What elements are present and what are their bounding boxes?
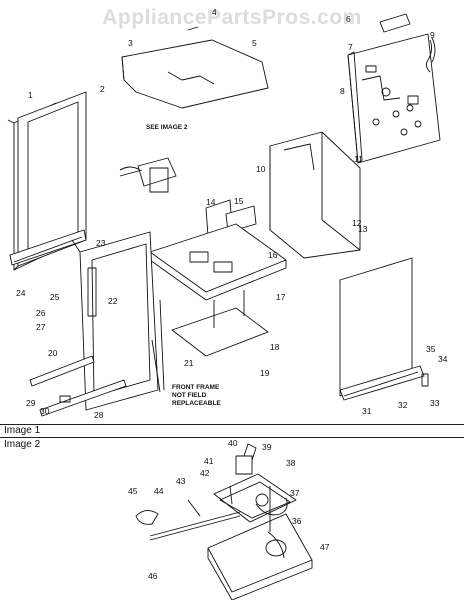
callout-5: 5 — [252, 38, 257, 48]
section-label-image1: Image 1 — [4, 425, 41, 436]
callout-45: 45 — [128, 486, 138, 496]
callout-18: 18 — [270, 342, 280, 352]
callout-31: 31 — [362, 406, 372, 416]
callout-4: 4 — [212, 7, 217, 17]
callout-12: 12 — [352, 218, 362, 228]
callout-42: 42 — [200, 468, 210, 478]
callout-28: 28 — [94, 410, 104, 420]
callout-3: 3 — [128, 38, 133, 48]
callout-10: 10 — [256, 164, 266, 174]
callout-17: 17 — [276, 292, 286, 302]
part-top-panel — [121, 39, 269, 109]
callout-1: 1 — [28, 90, 33, 100]
front-frame-note-3: REPLACEABLE — [172, 400, 221, 407]
callout-38: 38 — [286, 458, 296, 468]
callout-36: 36 — [292, 516, 302, 526]
callout-6: 6 — [346, 14, 351, 24]
callout-32: 32 — [398, 400, 408, 410]
callout-13: 13 — [358, 224, 368, 234]
callout-39: 39 — [262, 442, 272, 452]
callout-35: 35 — [426, 344, 436, 354]
callout-34: 34 — [438, 354, 448, 364]
callout-29: 29 — [26, 398, 36, 408]
callout-27: 27 — [36, 322, 46, 332]
part-right-frame — [269, 131, 361, 259]
part-front-frame — [71, 231, 161, 411]
part-back-panel — [347, 33, 441, 164]
image2-assembly — [135, 443, 313, 600]
front-frame-note-1: FRONT FRAME — [172, 384, 220, 391]
callout-46: 46 — [148, 571, 158, 581]
section-label-image2: Image 2 — [4, 439, 41, 450]
callout-20: 20 — [48, 348, 58, 358]
callout-21: 21 — [184, 358, 194, 368]
callout-7: 7 — [348, 42, 353, 52]
callout-37: 37 — [290, 488, 300, 498]
see-image-note: SEE IMAGE 2 — [146, 124, 188, 131]
callout-2: 2 — [100, 84, 105, 94]
callout-25: 25 — [50, 292, 60, 302]
part-control-assembly — [119, 157, 177, 193]
front-frame-note-2: NOT FIELD — [172, 392, 207, 399]
callout-8: 8 — [340, 86, 345, 96]
callout-23: 23 — [96, 238, 106, 248]
callout-16: 16 — [268, 250, 278, 260]
section-divider-1 — [0, 424, 464, 425]
callout-40: 40 — [228, 438, 238, 448]
callout-41: 41 — [204, 456, 214, 466]
callout-14: 14 — [206, 197, 216, 207]
section-divider-2 — [0, 437, 464, 438]
callout-44: 44 — [154, 486, 164, 496]
watermark: AppliancePartsPros.com — [102, 6, 362, 29]
callout-24: 24 — [16, 288, 26, 298]
callout-9: 9 — [430, 30, 435, 40]
part-bottom-tray — [149, 223, 287, 301]
callout-19: 19 — [260, 368, 270, 378]
callout-22: 22 — [108, 296, 118, 306]
callout-26: 26 — [36, 308, 46, 318]
callout-11: 11 — [354, 154, 363, 164]
callout-15: 15 — [234, 196, 244, 206]
callout-43: 43 — [176, 476, 186, 486]
callout-30: 30 — [40, 406, 50, 416]
callout-33: 33 — [430, 398, 440, 408]
callout-47: 47 — [320, 542, 330, 552]
